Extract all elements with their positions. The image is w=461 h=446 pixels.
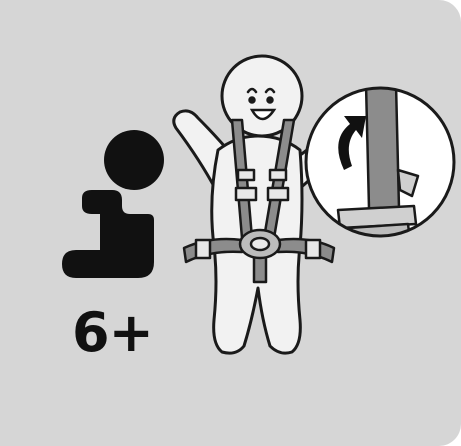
age-label: 6+ bbox=[72, 298, 182, 368]
strap-adjust-detail bbox=[306, 84, 454, 250]
seated-child-icon bbox=[62, 130, 164, 278]
